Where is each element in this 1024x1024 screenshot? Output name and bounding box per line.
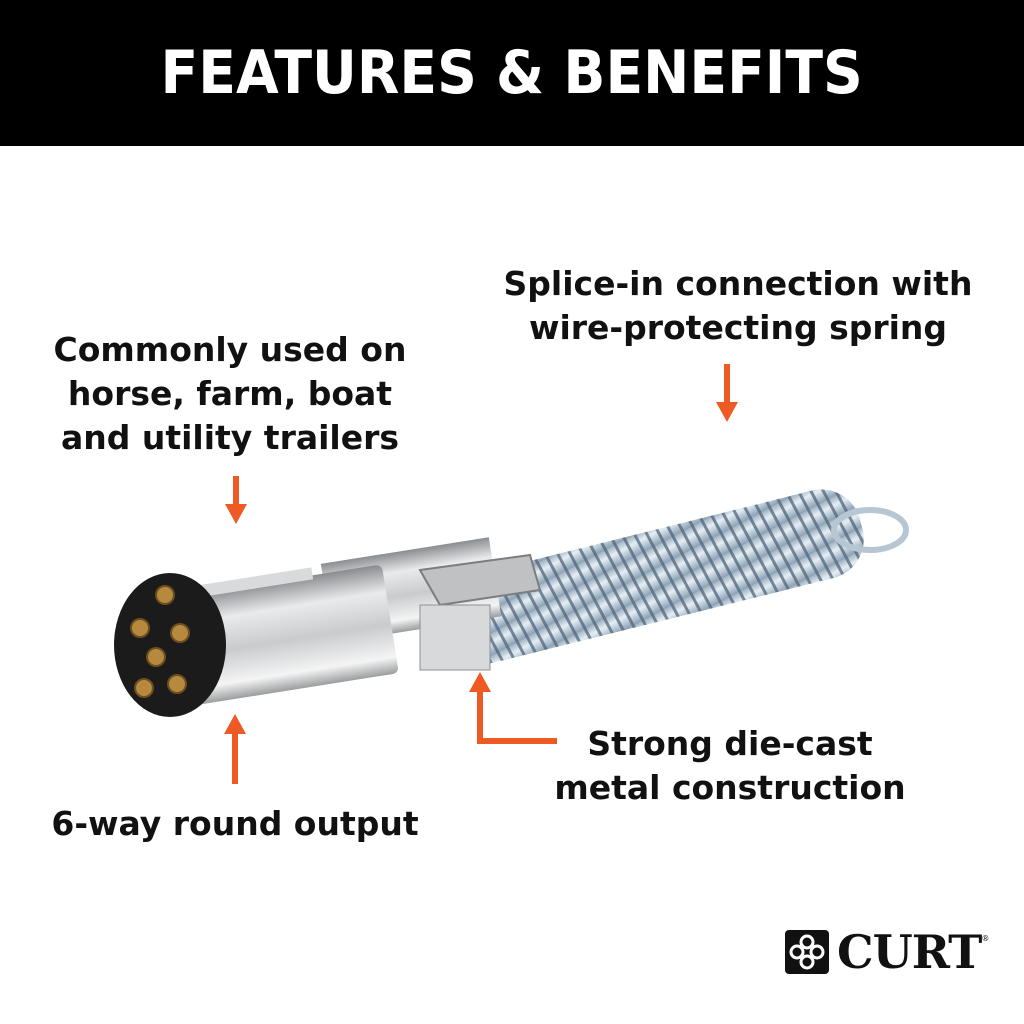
registered-mark: ® xyxy=(981,934,990,943)
page-title: FEATURES & BENEFITS xyxy=(160,38,864,108)
arrow-diecast-horizontal xyxy=(477,738,557,744)
product-image xyxy=(114,489,909,717)
callout-line: Commonly used on xyxy=(53,330,407,369)
brand-name: CURT xyxy=(837,925,982,979)
callout-line: Splice-in connection with xyxy=(503,264,973,303)
brand-logo: CURT ® xyxy=(785,925,990,979)
callout-diecast: Strong die-cast metal construction xyxy=(530,722,930,810)
callout-output: 6-way round output xyxy=(30,802,440,846)
arrow-diecast-vertical xyxy=(477,690,483,742)
callout-line: horse, farm, boat xyxy=(67,374,393,413)
callout-line: wire-protecting spring xyxy=(528,308,948,347)
arrow-spring xyxy=(724,364,730,404)
callout-line: 6-way round output xyxy=(51,804,419,843)
arrowhead-up-icon xyxy=(224,714,246,734)
callout-line: Strong die-cast xyxy=(587,724,873,763)
callout-spring: Splice-in connection with wire-protectin… xyxy=(488,262,988,350)
arrowhead-down-icon xyxy=(225,504,247,524)
ring xyxy=(831,507,909,553)
callout-line: and utility trailers xyxy=(60,418,400,457)
arrowhead-up-icon xyxy=(469,672,491,692)
arrow-trailers xyxy=(233,476,239,506)
arrowhead-down-icon xyxy=(716,402,738,422)
callout-line: metal construction xyxy=(554,768,906,807)
curt-logo-icon xyxy=(785,930,829,974)
header-banner: FEATURES & BENEFITS xyxy=(0,0,1024,146)
arrow-output xyxy=(232,732,238,784)
spring xyxy=(441,489,864,664)
callout-trailers: Commonly used on horse, farm, boat and u… xyxy=(30,328,430,460)
